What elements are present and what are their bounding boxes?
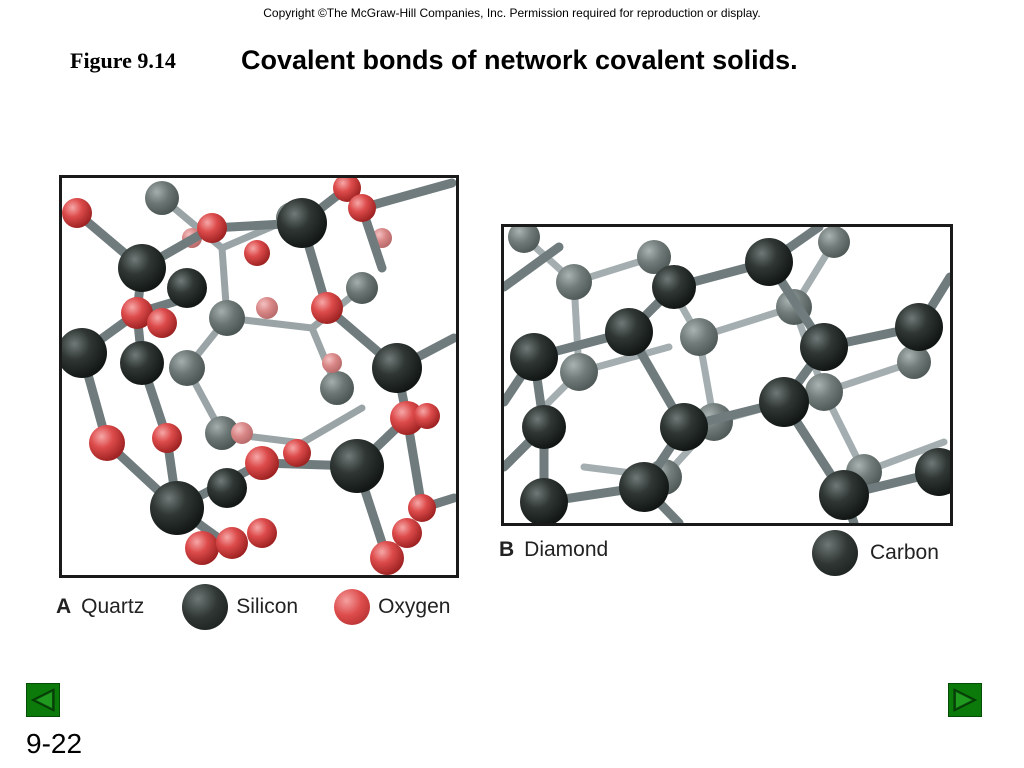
silicon-atom-swatch [182,584,229,630]
oxygen-atom-swatch [334,589,371,625]
right-arrow-icon [953,688,978,712]
panel-a-letter: A [56,595,72,618]
quartz-legend: A Quartz Silicon Oxygen [56,584,456,630]
panel-b-letter: B [499,538,515,561]
oxygen-label: Oxygen [378,595,451,618]
copyright-notice: Copyright ©The McGraw-Hill Companies, In… [263,6,761,20]
next-slide-button[interactable] [948,683,982,717]
carbon-label: Carbon [870,541,939,564]
previous-slide-button[interactable] [26,683,60,717]
carbon-atom-swatch [812,530,858,576]
panel-a-name: Quartz [81,595,145,618]
diamond-legend: Carbon [812,530,939,576]
panel-b-name: Diamond [524,538,609,561]
quartz-structure-image [59,175,459,578]
silicon-label: Silicon [236,595,299,618]
slide-number: 9-22 [26,728,83,759]
figure-label: Figure 9.14 [70,48,176,73]
quartz-structure-illustration [62,178,456,575]
diamond-label: B Diamond [499,538,608,562]
figure-title: Covalent bonds of network covalent solid… [241,45,798,75]
diamond-structure-image [501,224,953,526]
left-arrow-icon [30,688,55,712]
diamond-structure-illustration [504,227,950,523]
